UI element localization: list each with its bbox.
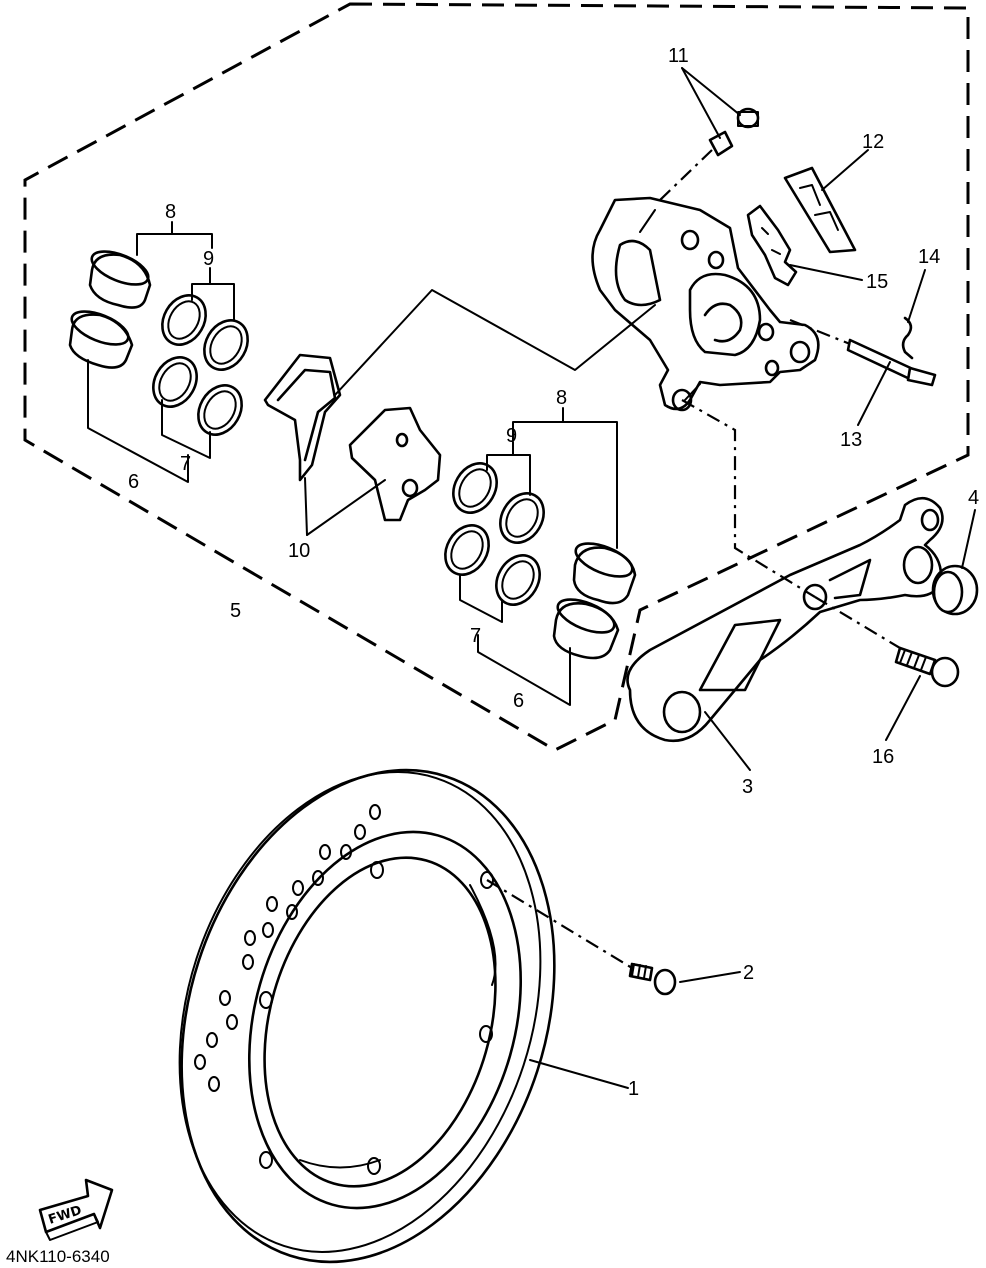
- callout-13: 13: [840, 429, 862, 451]
- caliper-bracket: [626, 496, 944, 743]
- callout-2: 2: [743, 962, 754, 984]
- callout-14: 14: [918, 246, 940, 268]
- callout-9-right: 9: [506, 425, 517, 447]
- pad-spring: [783, 166, 857, 254]
- callout-12: 12: [862, 131, 884, 153]
- callout-16: 16: [872, 746, 894, 768]
- piston-right-upper: [572, 542, 637, 605]
- collar: [931, 564, 979, 616]
- bleed-screw: [708, 107, 760, 157]
- callout-1: 1: [628, 1078, 639, 1100]
- caliper-body: [591, 196, 820, 412]
- bracket-bolt: [894, 646, 960, 688]
- disc-bolt: [628, 962, 677, 996]
- clip: [901, 316, 914, 360]
- callout-3: 3: [742, 776, 753, 798]
- callout-5: 5: [230, 600, 241, 622]
- leader-lines: [87, 67, 976, 1089]
- pad-support: [746, 204, 798, 287]
- caliper-assembly-boundary: [23, 2, 970, 752]
- fwd-arrow-icon: FWD: [38, 1178, 114, 1241]
- pad-pin: [846, 338, 937, 387]
- callout-8-right: 8: [556, 387, 567, 409]
- callout-labels: 1 2 3 4 5 6 6 7 7 8 8 9 9 10 11 12 13 14…: [128, 45, 979, 1100]
- brake-pad-right: [348, 406, 442, 522]
- callout-6-left: 6: [128, 471, 139, 493]
- callout-15: 15: [866, 271, 888, 293]
- piston-right-lower: [552, 598, 620, 660]
- brake-pad-left: [263, 353, 342, 482]
- callout-7-right: 7: [470, 625, 481, 647]
- diagram-code: 4NK110-6340: [6, 1247, 110, 1266]
- callout-11: 11: [668, 45, 689, 67]
- piston-left-upper: [88, 250, 152, 309]
- callout-6-right: 6: [513, 690, 524, 712]
- callout-7-left: 7: [180, 453, 191, 475]
- callout-9-left: 9: [203, 248, 214, 270]
- callout-10: 10: [288, 540, 310, 562]
- brake-disc: [178, 768, 556, 1264]
- callout-4: 4: [968, 487, 979, 509]
- seals-right: [444, 462, 545, 606]
- callout-8-left: 8: [165, 201, 176, 223]
- piston-left-lower: [68, 310, 134, 369]
